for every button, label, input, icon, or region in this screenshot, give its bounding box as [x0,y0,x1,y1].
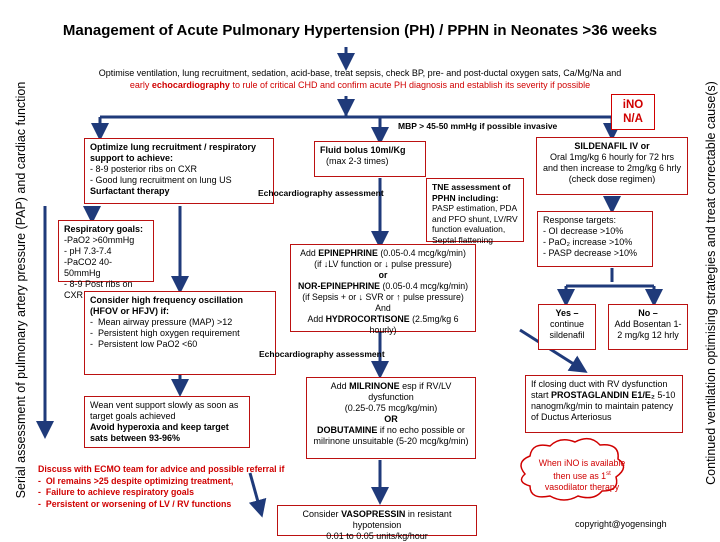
fluid-bolus-box: Fluid bolus 10ml/Kg (max 2-3 times) [314,141,426,177]
tne-box: TNE assessment of PPHN including: PASP e… [426,178,524,245]
respiratory-goals-box: Respiratory goals: -PaO2 >60mmHg - pH 7.… [58,220,154,300]
yes-box: Yes – continue sildenafil [538,304,596,350]
echo-label-1: Echocardiography assessment [258,188,384,198]
echo-label-2: Echocardiography assessment [259,349,385,359]
response-targets-box: Response targets: - OI decrease >10% - P… [537,211,653,267]
arrow-ecmo-to-vaso [248,472,267,518]
intro-line-2: early echocardiography to rule of critic… [129,80,591,90]
hfov-box: Consider high frequency oscillation (HFO… [84,291,276,375]
intro-text: Optimise ventilation, lung recruitment, … [70,67,650,91]
wean-box: Wean vent support slowly as soon as targ… [84,396,250,448]
right-side-text: Continued ventilation optimising strateg… [704,81,718,485]
milrinone-box: Add MILRINONE esp if RV/LV dysfunction (… [306,377,476,459]
inotrope-box: Add EPINEPHRINE (0.05-0.4 mcg/kg/min) (i… [290,244,476,335]
copyright: copyright@yogensingh [575,519,667,529]
no-box: No – Add Bosentan 1-2 mg/kg 12 hrly [608,304,688,350]
left-side-text: Serial assessment of pulmonary artery pr… [14,81,28,499]
cloud-text: When iNO is available then use as 1st va… [538,458,626,492]
prostaglandin-box: If closing duct with RV dysfunction star… [525,375,683,433]
mbp-label: MBP > 45-50 mmHg if possible invasive [398,121,558,131]
lung-recruitment-box: Optimize lung recruitment / respiratory … [84,138,274,204]
cloud-shape [520,437,625,501]
vasopressin-box: Consider VASOPRESSIN in resistant hypote… [277,505,477,541]
page-title: Management of Acute Pulmonary Hypertensi… [62,22,658,39]
intro-line-1: Optimise ventilation, lung recruitment, … [98,68,622,78]
ecmo-text: Discuss with ECMO team for advice and po… [38,464,285,509]
sildenafil-box: SILDENAFIL IV or Oral 1mg/kg 6 hourly fo… [536,137,688,195]
